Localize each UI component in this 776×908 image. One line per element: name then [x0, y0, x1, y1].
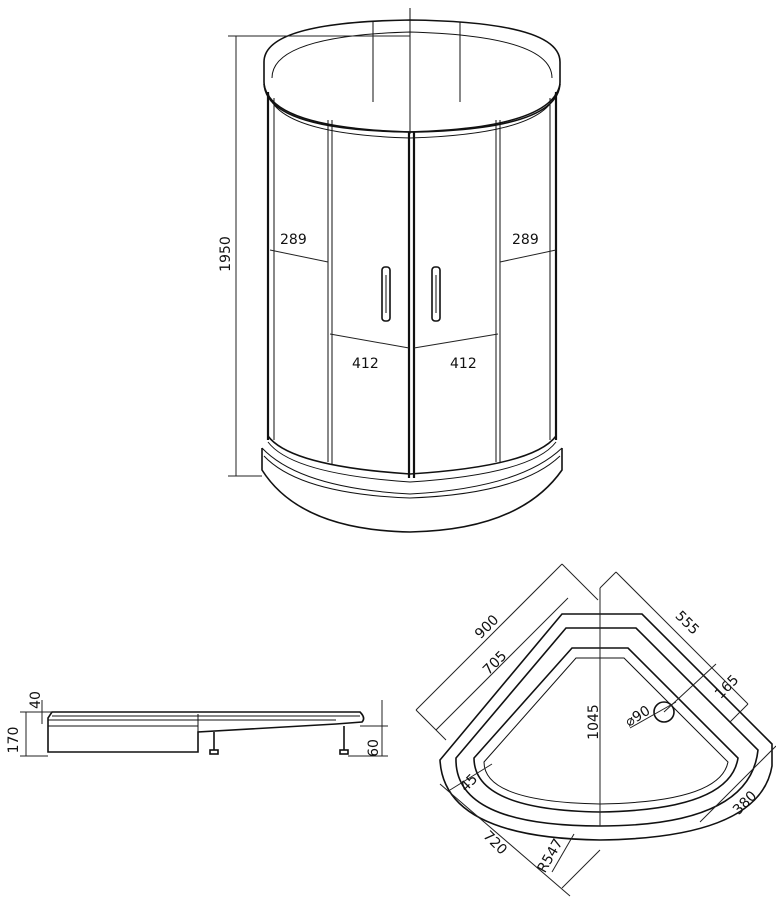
- roof-inner: [271, 31, 553, 79]
- dim-289-left-line: [269, 249, 329, 263]
- dim-1045: 1045: [586, 704, 602, 740]
- dim-412-right-line: [413, 333, 499, 349]
- front-view: 1950 289 289 412 412: [218, 8, 563, 533]
- dim-289-right-line: [499, 249, 557, 263]
- dim-555-line: [599, 571, 617, 589]
- dim-40: 40: [28, 691, 44, 709]
- tray-side-view: 170 40 60: [6, 691, 388, 757]
- tray-top-2: [263, 455, 561, 499]
- dim-900-line: [415, 563, 563, 711]
- roof-top: [263, 19, 561, 133]
- dim-60: 60: [366, 739, 382, 757]
- handle-left-icon: [381, 266, 391, 322]
- dim-d90: ⌀90: [623, 703, 654, 730]
- dim-380-line: [699, 745, 776, 823]
- dim-45-line: [449, 763, 493, 791]
- leg-right-icon: [339, 726, 349, 755]
- dim-412-left: 412: [352, 356, 379, 372]
- drain-icon: [653, 701, 675, 723]
- dim-170: 170: [6, 727, 22, 754]
- tray-top-view: 1045 ⌀90 165 900 705 555 380 45 720 R547: [415, 563, 776, 897]
- handle-right-icon: [431, 266, 441, 322]
- dim-705-line: [435, 597, 569, 731]
- height-label: 1950: [218, 236, 234, 272]
- dim-d90-line: [629, 701, 677, 729]
- tray-front: [261, 448, 563, 533]
- roof-rim-lower: [267, 91, 557, 139]
- dim-555: 555: [672, 608, 702, 638]
- dim-705: 705: [480, 648, 510, 678]
- base-rail: [267, 435, 557, 475]
- dim-r547-line: [551, 833, 575, 873]
- dim-165: 165: [712, 672, 742, 702]
- dim-380: 380: [730, 788, 760, 818]
- tray-inner-3: [483, 657, 729, 805]
- dim-720: 720: [480, 828, 510, 858]
- leg-left-icon: [209, 732, 219, 755]
- tray-outer: [439, 613, 773, 841]
- dim-412-right: 412: [450, 356, 477, 372]
- dim-900: 900: [472, 612, 502, 642]
- tray-top: [261, 447, 563, 495]
- dim-289-right: 289: [512, 232, 539, 248]
- base-rail-2: [267, 441, 557, 483]
- dim-165-line: [663, 663, 717, 713]
- dim-412-left-line: [329, 333, 410, 349]
- dim-720-line: [439, 783, 571, 897]
- tray-side-outline: [47, 711, 365, 753]
- dim-289-left: 289: [280, 232, 307, 248]
